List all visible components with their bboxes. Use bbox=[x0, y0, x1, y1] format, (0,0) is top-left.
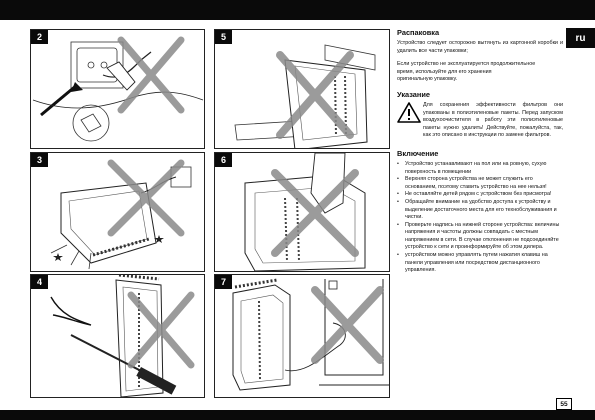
top-bar bbox=[0, 0, 595, 20]
figure-number: 4 bbox=[31, 275, 48, 289]
figure-number: 6 bbox=[215, 153, 232, 167]
figure-number: 3 bbox=[31, 153, 48, 167]
unpacking-paragraph-1: Устройство следует осторожно вытянуть из… bbox=[397, 40, 563, 54]
note-text: Для сохранения эффективности фильтров он… bbox=[423, 101, 563, 139]
installation-bullet: Не оставляйте детей рядом с устройством … bbox=[397, 191, 563, 199]
unpacking-paragraph-2-line-2: время, используйте для его хранения bbox=[397, 68, 492, 75]
figure-3: 3 bbox=[30, 152, 205, 272]
unpacking-paragraph-2-line-3: оригинальную упаковку. bbox=[397, 76, 458, 83]
figure-6: 6 bbox=[214, 152, 390, 272]
figure-2: 2 bbox=[30, 29, 205, 149]
unpacking-paragraph-2-line-1: Если устройство не эксплуатируется продо… bbox=[397, 61, 536, 68]
figure-5: 5 bbox=[214, 29, 390, 149]
language-tab: ru bbox=[566, 28, 595, 48]
figure-4-illustration bbox=[50, 275, 195, 397]
note-block: Для сохранения эффективности фильтров он… bbox=[397, 102, 563, 140]
figure-number: 2 bbox=[31, 30, 48, 44]
installation-bullet: Проверьте надпись на нижней стороне устр… bbox=[397, 222, 563, 252]
bottom-bar bbox=[0, 410, 595, 420]
figure-7: 7 bbox=[214, 274, 390, 398]
installation-heading: Включение bbox=[397, 148, 439, 158]
installation-bullet: Обращайте внимание на удобство доступа к… bbox=[397, 199, 563, 222]
installation-bullet: устройством можно управлять путем нажати… bbox=[397, 252, 563, 275]
figure-5-illustration bbox=[234, 44, 376, 148]
figure-number: 5 bbox=[215, 30, 232, 44]
instructions-column: Распаковка Устройство следует осторожно … bbox=[397, 28, 563, 275]
figure-6-illustration bbox=[244, 153, 366, 271]
figure-number: 7 bbox=[215, 275, 232, 289]
installation-bullet: Устройство устанавливают на пол или на р… bbox=[397, 161, 563, 176]
note-heading: Указание bbox=[397, 89, 431, 99]
installation-bullet: Верхняя сторона устройства не может служ… bbox=[397, 176, 563, 191]
figure-4: 4 bbox=[30, 274, 205, 398]
warning-triangle-icon bbox=[397, 102, 421, 123]
figure-2-illustration bbox=[32, 36, 204, 142]
page-number: 55 bbox=[556, 398, 572, 410]
figure-7-illustration bbox=[232, 278, 389, 391]
unpacking-heading: Распаковка bbox=[397, 28, 440, 37]
figure-3-illustration bbox=[50, 159, 192, 270]
